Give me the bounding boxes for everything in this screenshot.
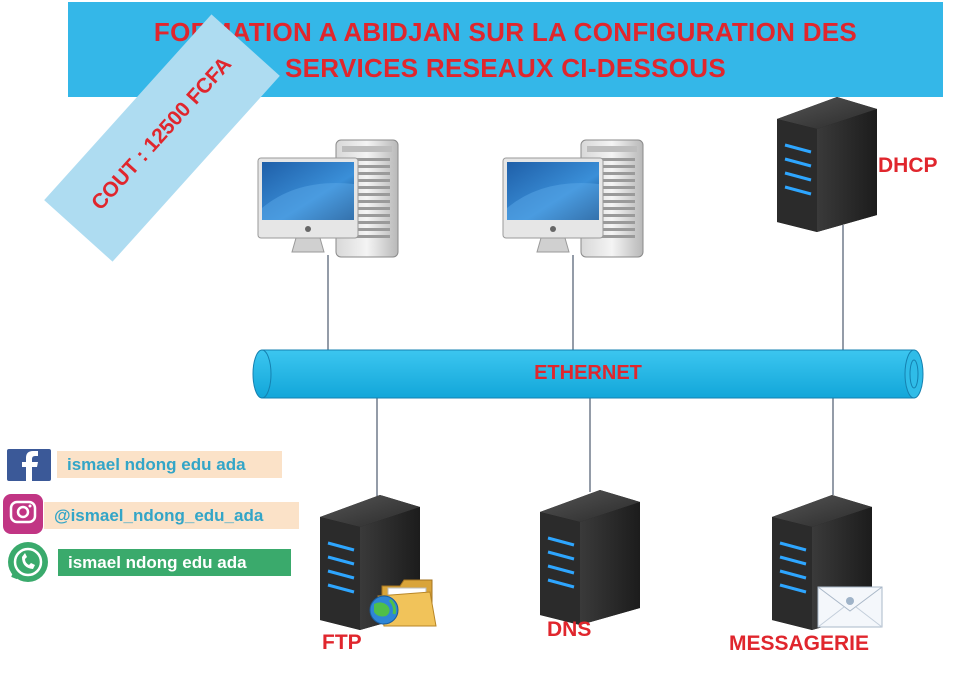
whatsapp-icon [8,542,48,582]
page-title: FORMATION A ABIDJAN SUR LA CONFIGURATION… [68,14,943,86]
ethernet-bus [252,349,924,399]
title-line-2: SERVICES RESEAUX CI-DESSOUS [284,53,727,83]
connector-lines [327,225,844,500]
server-icon [777,97,877,232]
facebook-icon [7,449,51,481]
server-icon [772,495,872,630]
ftp-label: FTP [322,631,362,654]
instagram-handle: @ismael_ndong_edu_ada [44,502,299,529]
imac-icon [257,157,359,253]
title-line-1: FORMATION A ABIDJAN SUR LA CONFIGURATION… [153,17,858,47]
server-icon [540,490,640,625]
messagerie-label: MESSAGERIE [729,632,870,655]
workstation-1 [257,139,399,258]
imac-icon [502,157,604,253]
globe-icon [369,595,399,625]
ethernet-label: ETHERNET [534,362,642,384]
whatsapp-handle: ismael ndong edu ada [58,549,291,576]
facebook-handle: ismael ndong edu ada [57,451,282,478]
workstation-2 [502,139,644,258]
dhcp-label: DHCP [878,154,938,177]
envelope-icon [817,586,883,628]
dns-label: DNS [547,618,592,641]
instagram-icon [3,494,43,534]
